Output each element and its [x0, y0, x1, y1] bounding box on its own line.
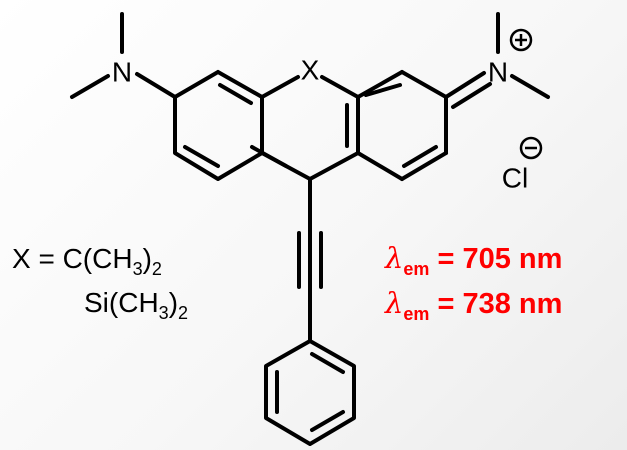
right-ring-bond-4 — [356, 151, 404, 181]
iminium-double-a — [444, 71, 486, 99]
left-ring-double-2 — [183, 145, 220, 168]
left-ring-bonds — [173, 70, 264, 181]
amine-bond — [135, 72, 177, 99]
phenyl-ring-bonds — [264, 339, 356, 446]
center-ring-bond-1 — [260, 75, 300, 99]
center-ring-bond-4 — [308, 151, 360, 181]
left-ring-double-1 — [218, 83, 253, 105]
phenyl-double-2 — [310, 410, 345, 432]
negative-charge-icon — [519, 136, 543, 160]
positive-charge-icon — [509, 28, 533, 52]
nitrogen-left-label: N — [112, 56, 132, 87]
phenyl-double-1 — [310, 352, 345, 374]
right-ring-bond-1 — [356, 70, 404, 99]
emission-value-carbon: λem = 705 nm — [384, 241, 562, 279]
n-methyl-down-left — [70, 74, 110, 99]
emission-value-silicon: λem = 738 nm — [384, 286, 562, 324]
right-ring-bond-3 — [400, 151, 448, 181]
iminium-double-b — [451, 82, 492, 109]
right-ring-double-2 — [402, 145, 438, 168]
bridge-atom-label: X — [301, 54, 320, 85]
chloride-label: Cl — [502, 162, 528, 193]
center-ring-bond-3 — [260, 151, 312, 181]
x-substituent-carbon: X = C(CH3)2 — [12, 243, 162, 279]
x-substituent-silicon: Si(CH3)2 — [84, 287, 188, 323]
center-ring-bond-2 — [320, 75, 360, 99]
right-ring-double-1 — [364, 83, 402, 97]
right-ring-double-1a — [400, 70, 448, 99]
nitrogen-right-label: N — [488, 56, 508, 87]
n-methyl-down-right — [510, 74, 550, 99]
